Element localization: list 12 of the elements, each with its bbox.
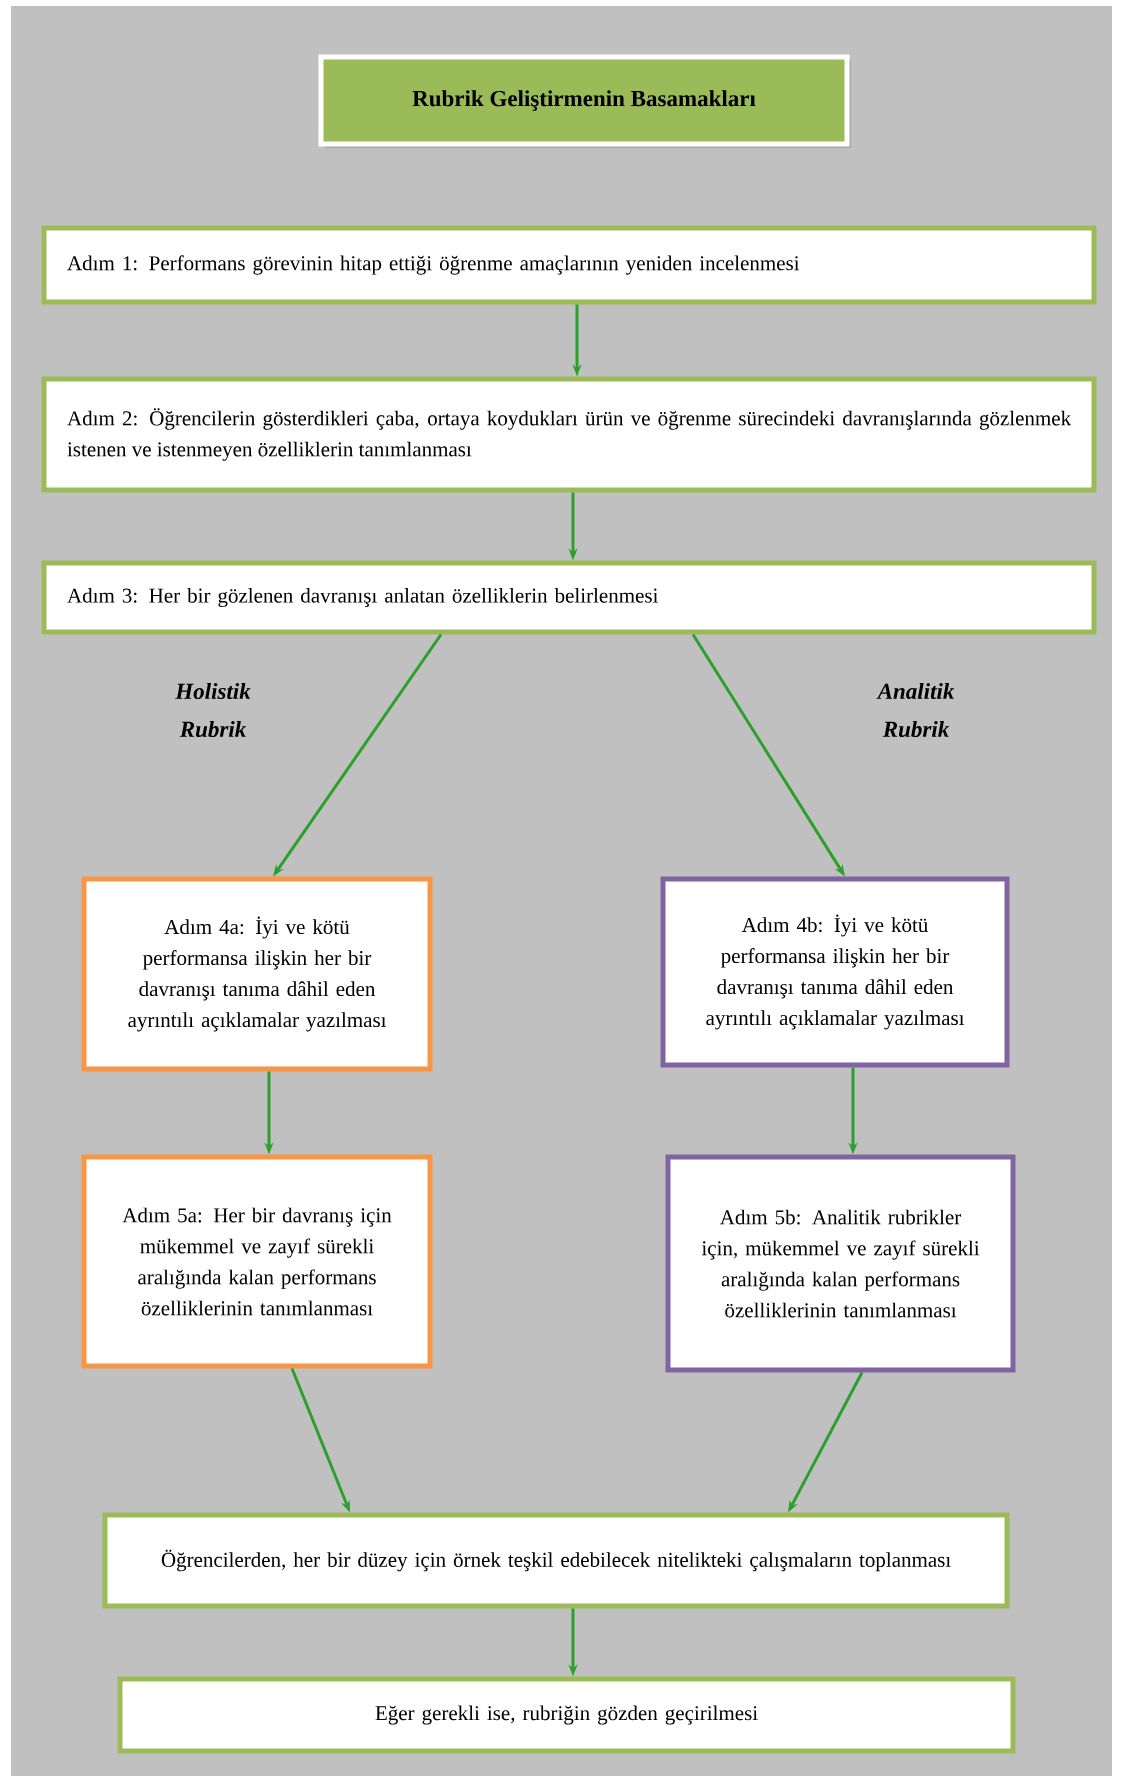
step-box: Adım 3: Her bir gözlenen davranışı anlatan özelliklerin belirlenmesi [41,560,1097,635]
step-box: Adım 4a: İyi ve kötü performansa ilişkin her bir davranışı tanıma dâhil eden ayrıntılı açıklamalar yazılması [81,876,433,1072]
rubric-type-label: Analitik Rubrik [876,682,955,738]
step-box: Eğer gerekli ise, rubriğin gözden geçirilmesi [117,1676,1016,1754]
step-box: Öğrencilerden, her bir düzey için örnek teşkil edebilecek nitelikteki çalışmaların toplanması [102,1512,1010,1609]
step-box: Adım 5b: Analitik rubrikler için, mükemmel ve zayıf sürekli aralığında kalan performans özelliklerinin tanımlanması [665,1154,1016,1373]
rubric-type-label: Holistik Rubrik [175,682,251,738]
title-box: Rubrik Geliştirmenin Basamakları [318,54,851,148]
step-box: Adım 1: Performans görevinin hitap ettiği öğrenme amaçlarının yeniden incelenmesi [41,225,1097,305]
step-box: Adım 5a: Her bir davranış için mükemmel ve zayıf sürekli aralığında kalan performans özelliklerinin tanımlanması [81,1154,433,1369]
step-box: Adım 4b: İyi ve kötü performansa ilişkin her bir davranışı tanıma dâhil eden ayrıntılı açıklamalar yazılması [660,876,1010,1068]
step-box: Adım 2: Öğrencilerin gösterdikleri çaba, ortaya koydukları ürün ve öğrenme sürecindeki davranışlarında gözlenmek istenen ve istenmeyen özelliklerin tanımlanması [41,376,1097,493]
